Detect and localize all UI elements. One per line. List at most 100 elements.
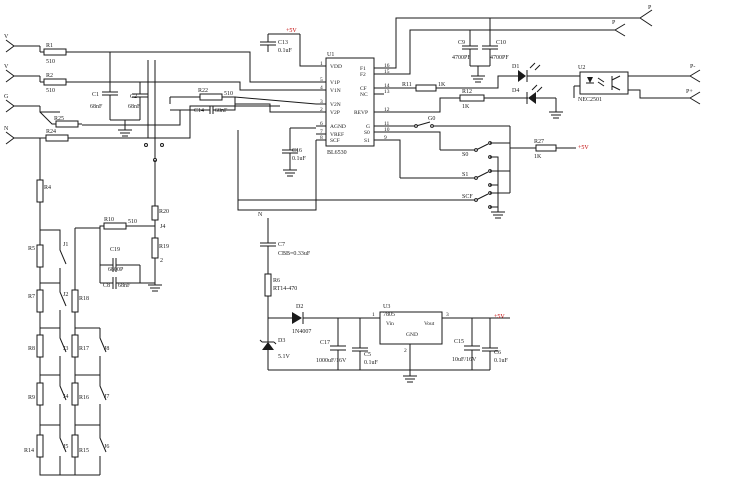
- resistor-r1: R1 510: [40, 43, 110, 65]
- svg-text:S0: S0: [364, 130, 370, 136]
- svg-text:N: N: [4, 126, 9, 132]
- svg-text:3: 3: [320, 99, 323, 105]
- ground-symbol: [491, 211, 505, 219]
- led-d4: D4: [512, 84, 556, 104]
- wire: [39, 106, 60, 113]
- label-r17: R17: [79, 346, 89, 352]
- resistor-r6: R6 RT14-470: [264, 273, 297, 297]
- resistor-r10: R10 510: [99, 217, 155, 230]
- svg-text:NC: NC: [360, 92, 368, 98]
- svg-text:R22: R22: [198, 88, 208, 94]
- label-n-bottom: N: [258, 212, 263, 218]
- svg-text:10: 10: [384, 127, 390, 133]
- capacitor-c1: C1 68nF: [90, 52, 118, 120]
- label-r5: R5: [28, 246, 35, 252]
- net-plus5-top: +5V: [286, 28, 297, 34]
- svg-text:C13: C13: [278, 40, 288, 46]
- capacitor-c5: C5 0.1uF: [352, 318, 379, 370]
- resistor-r11: R11 1K: [384, 75, 512, 92]
- label-node-j4: J4: [160, 224, 165, 230]
- svg-text:D3: D3: [278, 338, 285, 344]
- svg-text:510: 510: [46, 88, 55, 94]
- svg-text:U3: U3: [383, 304, 390, 310]
- ground-symbol: [403, 375, 417, 383]
- svg-text:SCF: SCF: [330, 138, 340, 144]
- wire: [82, 110, 181, 126]
- svg-text:R2: R2: [46, 73, 53, 79]
- svg-text:P+: P+: [686, 89, 693, 95]
- wire: [268, 369, 490, 376]
- svg-text:SCF: SCF: [462, 194, 473, 200]
- svg-text:U1: U1: [327, 52, 334, 58]
- svg-text:R1: R1: [46, 43, 53, 49]
- svg-text:V: V: [4, 64, 9, 70]
- input-terminal-v-mid: V: [4, 64, 40, 83]
- jumper-scf: SCF: [238, 191, 492, 209]
- svg-text:VREF: VREF: [330, 132, 344, 138]
- ground-symbol: [549, 111, 563, 119]
- svg-text:R20: R20: [159, 209, 169, 215]
- connector-p-right: P: [612, 20, 626, 37]
- input-terminal-g: G: [4, 94, 40, 113]
- resistor-r19: R19: [151, 237, 169, 259]
- label-r9: R9: [28, 395, 35, 401]
- svg-text:C1: C1: [92, 92, 99, 98]
- svg-text:D1: D1: [512, 64, 519, 70]
- svg-text:CBB=0.33uF: CBB=0.33uF: [278, 251, 311, 257]
- connector-p-minus: P-: [689, 64, 701, 83]
- svg-text:CF: CF: [360, 86, 367, 92]
- svg-text:R24: R24: [46, 129, 56, 135]
- svg-text:REVP: REVP: [354, 110, 368, 116]
- resistor-r2: R2 510: [40, 73, 140, 94]
- svg-text:GND: GND: [406, 332, 418, 338]
- svg-text:V1N: V1N: [330, 88, 341, 94]
- jumper-s1: S1: [400, 169, 492, 187]
- svg-text:7: 7: [320, 129, 323, 135]
- svg-text:1: 1: [372, 312, 375, 318]
- u1-left-pins: 1 VDD 5 V1P 4 V1N 3 V2N 2 V2P 6 AGND 7 V…: [316, 61, 346, 144]
- svg-text:C7: C7: [278, 242, 285, 248]
- ladder-left: [36, 230, 67, 476]
- wire: [169, 96, 317, 105]
- wire: [384, 17, 640, 69]
- label-r16: R16: [79, 395, 89, 401]
- svg-text:U2: U2: [578, 65, 585, 71]
- svg-text:C8: C8: [103, 283, 110, 289]
- svg-text:7805: 7805: [383, 312, 395, 318]
- svg-text:G: G: [366, 124, 370, 130]
- svg-text:R11: R11: [402, 82, 412, 88]
- wire: [268, 33, 316, 67]
- svg-text:0.1uF: 0.1uF: [364, 360, 379, 366]
- capacitor-c16: C16 0.1uF: [282, 128, 307, 170]
- svg-text:R12: R12: [462, 89, 472, 95]
- svg-text:5: 5: [320, 77, 323, 83]
- connector-p-plus: P+: [686, 89, 701, 105]
- label-j7: J7: [104, 394, 109, 400]
- wire: [490, 126, 511, 212]
- label-node-2: 2: [160, 258, 163, 264]
- svg-text:510: 510: [128, 219, 137, 225]
- input-terminal-v-top: V: [4, 34, 40, 53]
- svg-text:2: 2: [404, 348, 407, 354]
- svg-text:V: V: [4, 34, 9, 40]
- capacitor-c19: C19 6800P: [100, 247, 140, 273]
- svg-text:11: 11: [384, 121, 390, 127]
- svg-text:68nF: 68nF: [215, 108, 228, 114]
- capacitor-c6: C6 0.1uF: [482, 318, 509, 370]
- ground-symbol: [118, 129, 132, 137]
- net-plus5-out: +5V: [494, 314, 505, 320]
- svg-text:VDD: VDD: [330, 64, 342, 70]
- svg-text:D4: D4: [512, 88, 519, 94]
- svg-text:2: 2: [320, 107, 323, 113]
- svg-text:510: 510: [224, 91, 233, 97]
- svg-text:R25: R25: [54, 116, 64, 122]
- wire: [74, 227, 100, 283]
- svg-text:6800P: 6800P: [108, 267, 124, 273]
- wire: [560, 75, 580, 98]
- svg-text:4: 4: [320, 85, 323, 91]
- wire: [267, 296, 292, 319]
- wire: [110, 51, 316, 83]
- svg-text:R6: R6: [273, 278, 280, 284]
